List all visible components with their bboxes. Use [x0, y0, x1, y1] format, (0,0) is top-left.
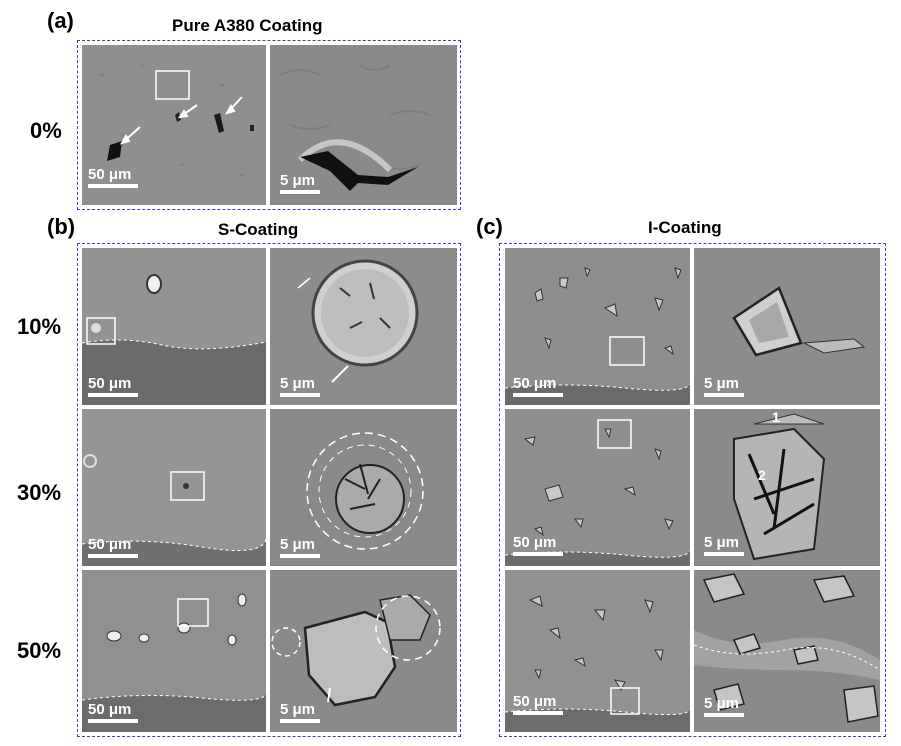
scale-bar-b10-high: 5 μm [280, 376, 320, 397]
panel-title-c: I-Coating [648, 218, 722, 237]
sem-b-50-low: 50 μm [82, 570, 266, 732]
scale-label: 5 μm [704, 695, 740, 712]
frame-b [77, 243, 461, 737]
panel-label-b: (b) [47, 214, 76, 239]
marker-2: 2 [758, 467, 766, 483]
panel-title-b: S-Coating [218, 220, 299, 239]
scale-bar-c50-high: 5 μm [704, 696, 744, 717]
panel-label-a: (a) [47, 8, 74, 33]
scale-bar-b30-low: 50 μm [88, 537, 138, 558]
sem-c-30-high: 1 2 5 μm [694, 409, 880, 566]
sem-b-10-low: 50 μm [82, 248, 266, 405]
scale-label: 50 μm [88, 375, 132, 392]
scale-label: 50 μm [513, 375, 557, 392]
sem-c-30-low: 50 μm [505, 409, 690, 566]
sem-c-50-high: 5 μm [694, 570, 880, 732]
scale-bar-c10-high: 5 μm [704, 376, 744, 397]
panel-title-a: Pure A380 Coating [172, 16, 323, 35]
scale-label: 50 μm [88, 701, 132, 718]
scale-bar-c10-low: 50 μm [513, 376, 563, 397]
scale-label: 5 μm [704, 534, 740, 551]
sem-c-50-low: 50 μm [505, 570, 690, 732]
frame-a [77, 40, 461, 210]
row-label-0: 0% [30, 118, 62, 143]
sem-c-10-high: 5 μm [694, 248, 880, 405]
scale-label: 5 μm [280, 172, 316, 189]
sem-a-0-low: 50 μm [82, 45, 266, 205]
scale-bar-a-low: 50 μm [88, 167, 138, 188]
marker-1: 1 [772, 409, 780, 425]
scale-label: 50 μm [513, 693, 557, 710]
scale-label: 50 μm [513, 534, 557, 551]
scale-label: 5 μm [280, 375, 316, 392]
scale-bar-a-high: 5 μm [280, 173, 320, 194]
scale-bar-c30-low: 50 μm [513, 535, 563, 556]
scale-bar-b10-low: 50 μm [88, 376, 138, 397]
scale-label: 5 μm [704, 375, 740, 392]
scale-bar-b50-high: 5 μm [280, 702, 320, 723]
scale-label: 50 μm [88, 166, 132, 183]
scale-label: 5 μm [280, 536, 316, 553]
sem-b-10-high: 5 μm [270, 248, 457, 405]
sem-b-50-high: 5 μm [270, 570, 457, 732]
scale-bar-c50-low: 50 μm [513, 694, 563, 715]
sem-c-10-low: 50 μm [505, 248, 690, 405]
scale-bar-b30-high: 5 μm [280, 537, 320, 558]
sem-b-30-high: 5 μm [270, 409, 457, 566]
row-label-10: 10% [17, 314, 62, 339]
scale-label: 50 μm [88, 536, 132, 553]
row-label-30: 30% [17, 480, 62, 505]
scale-label: 5 μm [280, 701, 316, 718]
scale-bar-b50-low: 50 μm [88, 702, 138, 723]
sem-a-0-high: 5 μm [270, 45, 457, 205]
frame-c [499, 243, 886, 737]
sem-b-30-low: 50 μm [82, 409, 266, 566]
panel-label-c: (c) [476, 214, 503, 239]
scale-bar-c30-high: 5 μm [704, 535, 744, 556]
row-label-50: 50% [17, 638, 62, 663]
